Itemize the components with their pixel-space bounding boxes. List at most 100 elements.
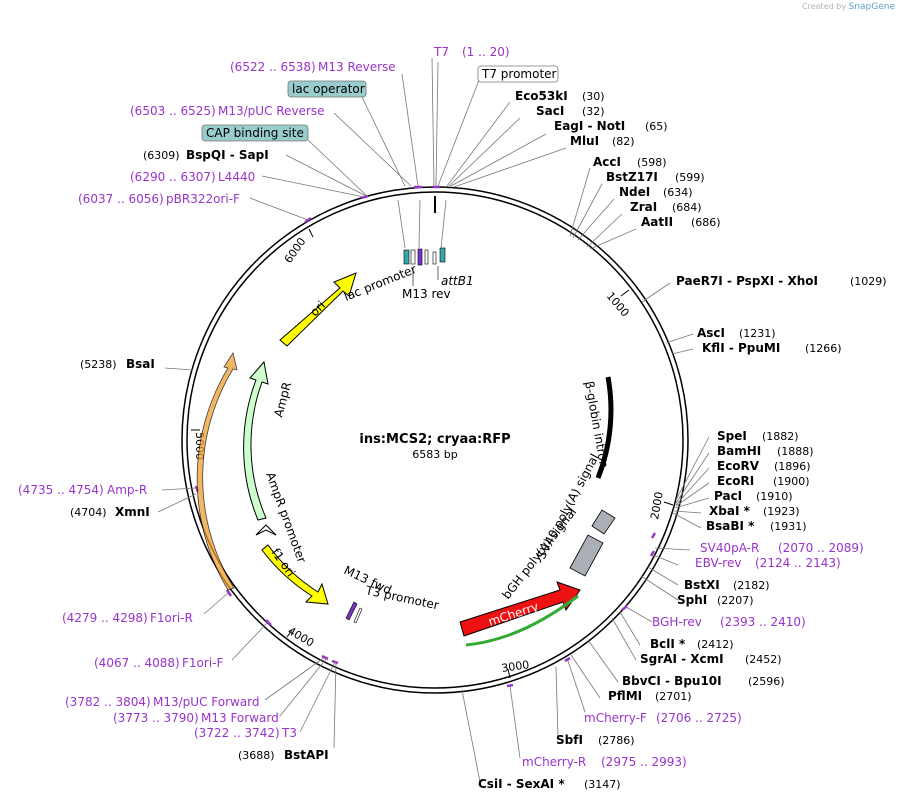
backbone-inner — [186, 191, 684, 689]
sgrai-pos: (2452) — [745, 653, 782, 666]
f1ori-r-pos: (4279 .. 4298) — [62, 611, 148, 625]
eco53ki-pos: (30) — [582, 90, 605, 103]
m13puc-forward-name: M13/pUC Forward — [153, 695, 260, 709]
zrai-name: ZraI — [630, 200, 657, 214]
acci-pos: (598) — [637, 156, 667, 169]
ecorv-name: EcoRV — [717, 459, 760, 473]
f1-ori-feature — [261, 544, 329, 605]
xbai-pos: (1923) — [763, 505, 800, 518]
m13-rev-label: M13 rev — [402, 287, 451, 301]
f1ori-f-name: F1ori-F — [182, 656, 223, 670]
plasmid-name: ins:MCS2; cryaa:RFP — [359, 432, 510, 447]
pbr322-name: pBR322ori-F — [166, 192, 240, 206]
kfli-pos: (1266) — [805, 342, 842, 355]
amp-r-name: Amp-R — [107, 483, 147, 497]
t7-promoter-box-label: T7 promoter — [481, 67, 557, 81]
primer-mark-mcherry-r — [506, 683, 514, 688]
bgh-rev-name: BGH-rev — [652, 615, 702, 629]
saci-pos: (32) — [582, 105, 605, 118]
tick-1000 — [620, 289, 630, 297]
sv40pa-name: SV40pA-R — [700, 541, 759, 555]
tick-label-3000: 3000 — [501, 658, 531, 675]
primer-mark-l4440 — [360, 194, 369, 200]
ecori-name: EcoRI — [717, 474, 754, 488]
t3-promoter-feature — [353, 607, 363, 624]
pbr322-pos: (6037 .. 6056) — [78, 192, 164, 206]
attb1-label: attB1 — [441, 274, 474, 288]
tick-3000 — [507, 668, 511, 679]
m13puc-reverse-pos: (6503 .. 6525) — [130, 104, 216, 118]
m13-forward-name: M13 Forward — [201, 711, 279, 725]
m13puc-forward-pos: (3782 .. 3804) — [65, 695, 151, 709]
primer-mark-bgh — [621, 605, 628, 611]
ndei-name: NdeI — [619, 185, 650, 199]
xmni-name: XmnI — [115, 505, 150, 519]
kfli-name: KflI - PpuMI — [702, 341, 780, 355]
t7-primer-pos: (1 .. 20) — [462, 45, 510, 59]
tick-2000 — [663, 501, 674, 506]
bsabi-name: BsaBI * — [706, 519, 755, 533]
saci-name: SacI — [536, 104, 564, 118]
bsai-pos: (5238) — [80, 358, 117, 371]
spei-name: SpeI — [717, 429, 747, 443]
m13-rev-feature — [417, 248, 423, 266]
cap-binding-box-label: CAP binding site — [206, 126, 304, 140]
asci-pos: (1231) — [739, 327, 776, 340]
csii-pos: (3147) — [584, 778, 621, 791]
tick-label-2000: 2000 — [648, 491, 666, 521]
m13-reverse-name: M13 Reverse — [318, 60, 396, 74]
bbvci-name: BbvCI - Bpu10I — [622, 674, 722, 688]
primer-mark-sv40 — [650, 532, 657, 539]
bspqi-name: BspQI - SapI — [186, 148, 269, 162]
lac-operator-box-label: lac operator — [292, 82, 365, 96]
ampr-promoter-feature — [255, 524, 277, 536]
asci-name: AscI — [697, 326, 725, 340]
paci-name: PacI — [714, 489, 742, 503]
ampr-label: AmpR — [271, 381, 294, 419]
ecori-pos: (1900) — [773, 475, 810, 488]
eagi-name: EagI - NotI — [554, 119, 625, 133]
ampr-feature — [243, 360, 269, 521]
bcli-pos: (2412) — [697, 638, 734, 651]
ndei-pos: (634) — [663, 186, 693, 199]
bcli-name: BclI * — [650, 637, 686, 651]
mcherry-f-name: mCherry-F — [584, 711, 647, 725]
aatii-pos: (686) — [691, 216, 721, 229]
m13puc-reverse-name: M13/pUC Reverse — [218, 104, 325, 118]
sphi-name: SphI — [677, 593, 707, 607]
tick-6000 — [308, 228, 314, 238]
sv40-polya-feature — [591, 509, 616, 535]
mcherry-r-pos: (2975 .. 2993) — [601, 755, 687, 769]
bgh-rev-pos: (2393 .. 2410) — [720, 615, 806, 629]
bamhi-pos: (1888) — [777, 445, 814, 458]
sphi-pos: (2207) — [717, 594, 754, 607]
mlui-pos: (82) — [612, 135, 635, 148]
bspqi-pos: (6309) — [143, 149, 180, 162]
l4440-pos: (6290 .. 6307) — [130, 170, 216, 184]
sbfi-pos: (2786) — [598, 734, 635, 747]
f1ori-r-name: F1ori-R — [150, 611, 193, 625]
acci-name: AccI — [593, 155, 621, 169]
m13-reverse-pos: (6522 .. 6538) — [230, 60, 316, 74]
ori-feature — [279, 272, 357, 347]
sbfi-name: SbfI — [556, 733, 583, 747]
snapgene-credit: Created by SnapGene — [802, 2, 895, 12]
plasmid-size: 6583 bp — [412, 448, 457, 461]
bsai-name: BsaI — [126, 357, 155, 371]
bstxi-name: BstXI — [684, 578, 720, 592]
tick-4000 — [286, 629, 293, 638]
t7-primer-name: T7 — [433, 45, 449, 59]
tick-label-1000: 1000 — [604, 290, 632, 320]
t7-feature — [432, 251, 437, 265]
lac-operator-feature — [424, 249, 429, 265]
t3-primer-name: T3 — [281, 726, 297, 740]
mcherry-f-pos: (2706 .. 2725) — [656, 711, 742, 725]
bstapi-name: BstAPI — [284, 748, 329, 762]
ebv-pos: (2124 .. 2143) — [755, 556, 841, 570]
bsabi-pos: (1931) — [770, 520, 807, 533]
pflmi-name: PflMI — [608, 689, 642, 703]
primer-mark-f1ori-r — [225, 589, 233, 597]
sgrai-name: SgrAI - XcmI — [640, 652, 724, 666]
mcherry-r-name: mCherry-R — [522, 755, 586, 769]
